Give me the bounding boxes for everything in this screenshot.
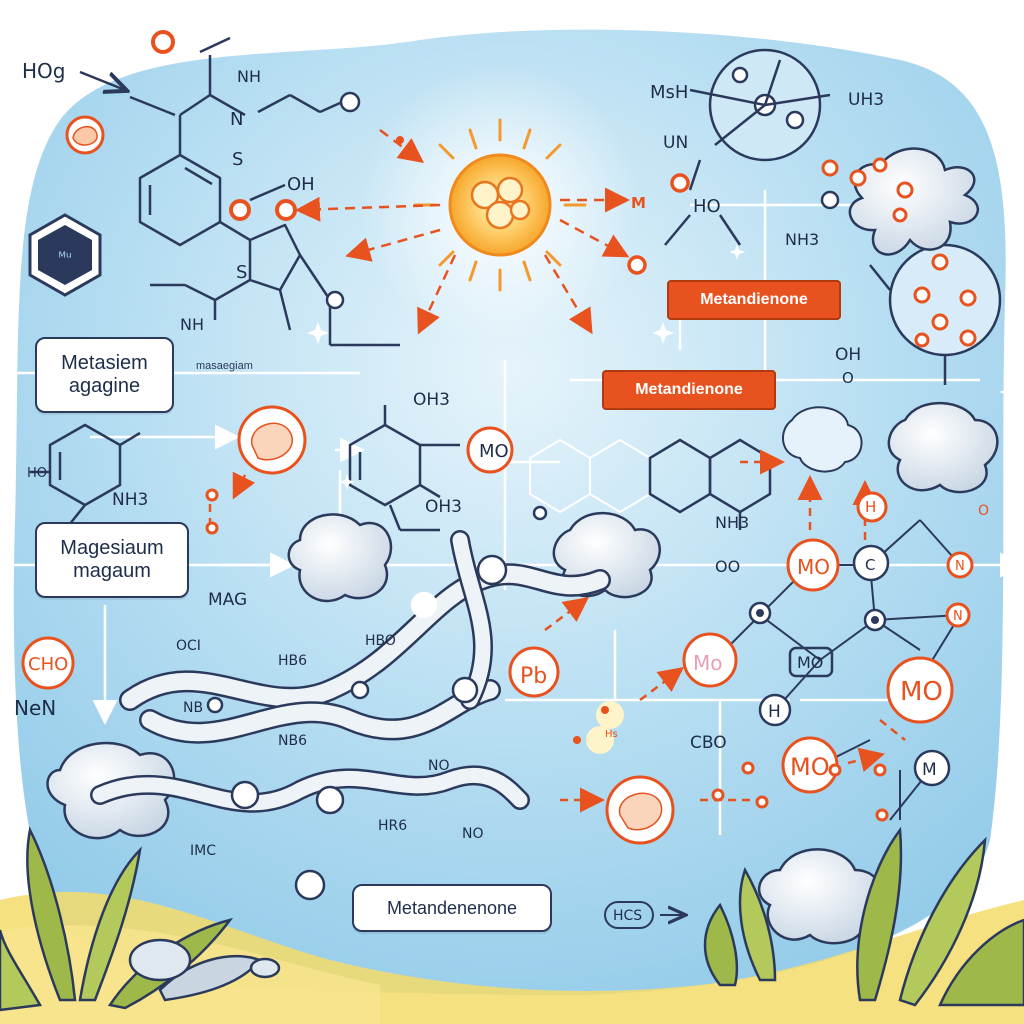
right-network [719,519,961,821]
label-chain-oh: OH [287,174,315,195]
label-un: UN [663,133,688,153]
label-hr6: HR6 [378,818,407,834]
label-mo-tiny: Mo [693,651,723,675]
label-top-n: N [230,109,243,130]
label-o-tag: O [978,503,989,519]
plants [0,826,1024,1012]
label-n-right: N [955,559,965,574]
label-b-tag: B [422,598,432,614]
steroid-rings [529,438,772,530]
label-oh3-bottom: OH3 [425,497,462,517]
label-hs-small: Hs [605,729,618,740]
hcs-box-frame [604,901,654,929]
neuron-cell [820,147,979,256]
sun-molecule [413,118,587,292]
hexagon-badge: ᴹᵘ [28,213,102,297]
label-nh3-mid: NH3 [715,513,749,532]
label-mo-right: MO [797,555,830,579]
magnesium-box: Magesiaum magaum [35,522,189,598]
label-m-badge: M [631,194,646,212]
label-no-b: NO [462,826,484,842]
label-h-lower: H [768,702,781,722]
navy-dots [756,609,879,624]
label-pb: Pb [520,664,547,689]
label-nb2: NB [183,700,203,716]
metandienone-mid-box: Metandienone [602,370,776,410]
label-hbo: HBO [365,633,396,649]
label-o-right: O [842,369,854,387]
magnesium-line2: magaum [73,560,151,582]
label-ho: HO [693,196,721,217]
metandienone-top-label: Metandienone [700,291,808,308]
svg-text:ᴹᵘ: ᴹᵘ [58,250,71,266]
label-cbo: CBO [690,733,727,753]
label-hog: HOg [22,59,65,83]
metasiem-line1: Metasiem [61,352,148,374]
label-nen: NeN [14,696,56,720]
label-c-right: C [865,556,875,574]
label-imc: IMC [190,843,216,859]
text-labels: HOg N NH S OH S NH M HO MsH UN UH3 NH3 O… [14,59,989,924]
label-hb6: HB6 [278,653,307,669]
top-right-structure [664,48,1002,385]
label-oci: OCI [176,638,201,654]
label-uh3: UH3 [848,90,884,110]
label-hcs: HCS [613,908,642,924]
label-h-top: H [865,498,876,516]
label-top-nh: NH [237,67,261,86]
orange-small-dots [205,488,889,822]
top-left-orange-dots [65,30,404,310]
top-left-structure [79,36,400,347]
label-ms-h: MsH [650,82,688,103]
sparkles [307,244,1015,490]
metandienone-top-box: Metandienone [667,280,841,320]
label-chain-s: S [232,149,243,170]
label-no-a: NO [428,758,450,774]
orange-spheres [237,405,675,845]
label-oh3-top: OH3 [413,390,450,410]
orange-circle-badges [21,426,974,794]
small-caption: masaegiam [196,360,253,372]
sun-rays-arrows [295,129,630,335]
label-nb6: NB6 [278,733,307,749]
label-oo: OO [715,557,740,576]
label-mag-small: MAG [208,590,247,610]
label-mo-box: MO [797,653,823,672]
label-n-right2: N [953,609,963,624]
metandienone-mid-label: Metandienone [635,381,743,398]
mo-box-frame [788,646,834,678]
metandenenone-box: Metandenenone [352,884,552,932]
twisted-tubes [90,530,611,813]
label-mo-lower: MO [790,753,830,781]
label-chain-nh: NH [180,315,204,334]
sky-background [13,29,1006,996]
metasiem-box: Metasiem agagine [35,337,174,413]
label-mo-mid: MO [479,441,509,462]
label-m-small: M [922,760,937,780]
metandenenone-label: Metandenenone [386,897,518,918]
magnesium-line1: Magesiaum [60,537,164,559]
label-chain-s2: S [236,262,247,283]
label-ch0: CHO [28,654,68,675]
label-mo-big: MO [900,677,943,707]
label-oh-right: OH [835,345,861,365]
label-nh3-left: NH3 [112,490,148,510]
tube-joints [206,505,548,901]
label-nh3: NH3 [785,230,819,249]
metasiem-line2: agagine [68,375,141,397]
label-ho-left: HO [27,466,47,481]
top-right-dots [627,173,977,348]
